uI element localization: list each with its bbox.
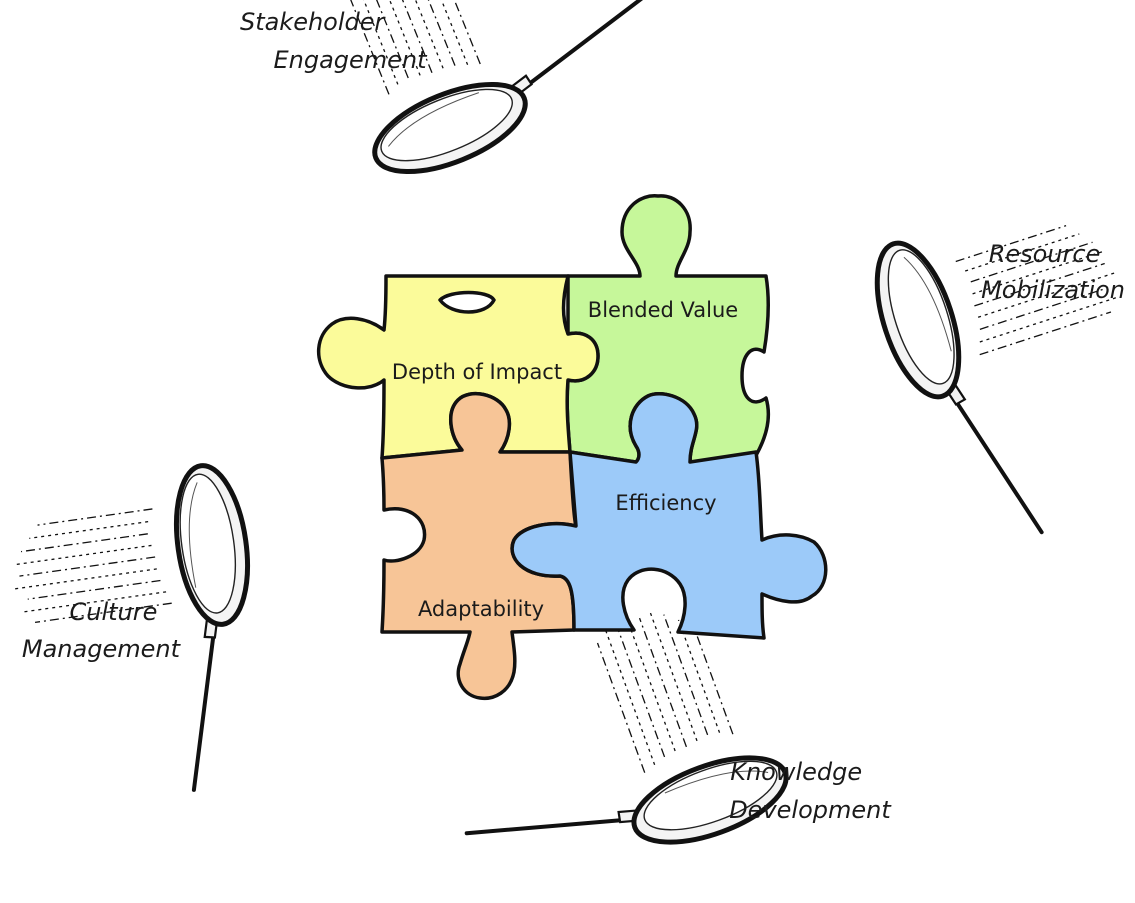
magnifier-resource-mobilization: Resource Mobilization [861, 181, 1135, 559]
puzzle-piece-efficiency [510, 392, 828, 640]
magnifier-label: Culture Management [22, 598, 182, 663]
label-adaptability: Adaptability [418, 597, 544, 621]
label-efficiency: Efficiency [615, 491, 716, 515]
magnifier-label: Knowledge Development [729, 758, 892, 824]
magnifier-culture-management: Culture Management [0, 461, 279, 811]
label-depth-of-impact: Depth of Impact [392, 360, 562, 384]
magnifier-label: Stakeholder Engagement [240, 8, 428, 74]
magnifying-glass-icon [861, 181, 1135, 559]
magnifier-stakeholder-engagement: Stakeholder Engagement [240, 0, 685, 189]
puzzle-piece-adaptability [380, 391, 578, 701]
piece-shape [510, 392, 828, 640]
magnifier-knowledge-development: Knowledge Development [414, 580, 892, 903]
label-blended-value: Blended Value [588, 298, 738, 322]
piece-shape [380, 391, 578, 701]
magnifier-label: Resource Mobilization [981, 240, 1125, 304]
